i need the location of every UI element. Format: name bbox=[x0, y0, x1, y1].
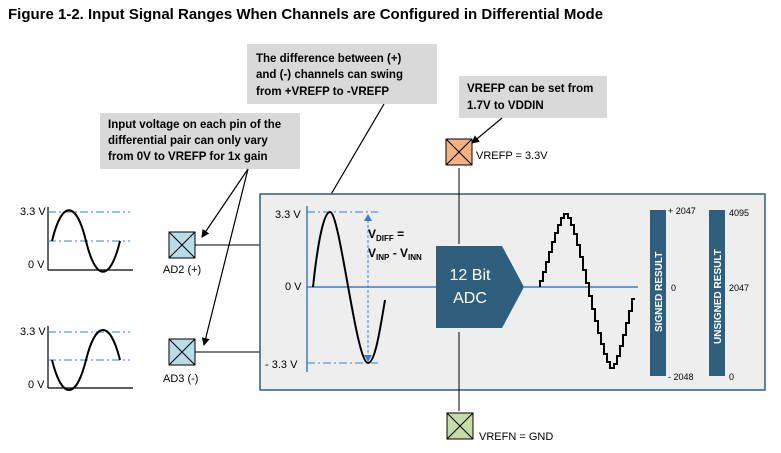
left-bottom-high-label: 3.3 V bbox=[20, 326, 46, 338]
signed-mid-value: 0 bbox=[671, 283, 676, 293]
callout-difference-box bbox=[247, 44, 437, 104]
signed-top-value: + 2047 bbox=[668, 206, 696, 216]
vrefn-pin-cross bbox=[446, 412, 474, 440]
arrow-to-ad3 bbox=[201, 168, 249, 346]
output-stepped-sine bbox=[539, 213, 635, 369]
left-bottom-sine bbox=[51, 329, 121, 391]
left-top-high-label: 3.3 V bbox=[20, 206, 46, 218]
signed-result-bar bbox=[650, 210, 666, 376]
left-top-low-label: 0 V bbox=[28, 259, 45, 271]
callout-difference-text: The difference between (+) and (-) chann… bbox=[256, 53, 406, 98]
figure-title: Figure 1-2. Input Signal Ranges When Cha… bbox=[8, 6, 603, 23]
callout-vrefp-text: VREFP can be set from 1.7V to VDDIN bbox=[467, 83, 597, 112]
ad3-pin-cross bbox=[168, 338, 196, 366]
vrefn-label: VREFN = GND bbox=[479, 431, 553, 443]
ad3-label: AD3 (-) bbox=[163, 373, 198, 385]
arrow-difference bbox=[322, 103, 385, 209]
vdiff-line2: VINP - VINN bbox=[368, 246, 422, 262]
unsigned-top-value: 4095 bbox=[729, 208, 749, 218]
arrow-to-ad2 bbox=[201, 168, 249, 238]
adc-block bbox=[436, 246, 524, 328]
callout-vrefp-box bbox=[459, 76, 607, 118]
unsigned-result-bar bbox=[709, 210, 725, 376]
vdiff-line1: VDIFF = bbox=[368, 227, 404, 243]
vrefp-label: VREFP = 3.3V bbox=[476, 150, 548, 162]
unsigned-bottom-value: 0 bbox=[729, 372, 734, 382]
left-plot-top: 3.3 V 0 V bbox=[20, 206, 133, 273]
main-plot-low-label: - 3.3 V bbox=[265, 359, 298, 371]
main-plot-mid-label: 0 V bbox=[285, 281, 302, 293]
main-plot-sine bbox=[312, 210, 386, 365]
vrefp-pin-cross bbox=[445, 138, 473, 166]
adc-label-line2: ADC bbox=[453, 290, 487, 307]
signed-bottom-value: - 2048 bbox=[668, 372, 694, 382]
adc-label-line1: 12 Bit bbox=[450, 267, 491, 284]
callout-input-voltage-box bbox=[100, 113, 300, 169]
ad2-pin-cross bbox=[168, 231, 196, 259]
callout-input-voltage-text: Input voltage on each pin of the differe… bbox=[108, 119, 284, 163]
vdiff-arrow-up bbox=[364, 214, 372, 221]
signed-result-label: SIGNED RESULT bbox=[654, 252, 665, 332]
left-bottom-low-label: 0 V bbox=[28, 379, 45, 391]
vdiff-arrow-down bbox=[364, 355, 372, 362]
unsigned-mid-value: 2047 bbox=[729, 283, 749, 293]
arrow-to-vrefp bbox=[471, 117, 503, 144]
left-top-sine bbox=[51, 209, 121, 273]
unsigned-result-label: UNSIGNED RESULT bbox=[713, 249, 724, 344]
ad2-label: AD2 (+) bbox=[163, 264, 201, 276]
left-plot-bottom: 3.3 V 0 V bbox=[20, 326, 133, 391]
main-plot-high-label: 3.3 V bbox=[275, 209, 301, 221]
